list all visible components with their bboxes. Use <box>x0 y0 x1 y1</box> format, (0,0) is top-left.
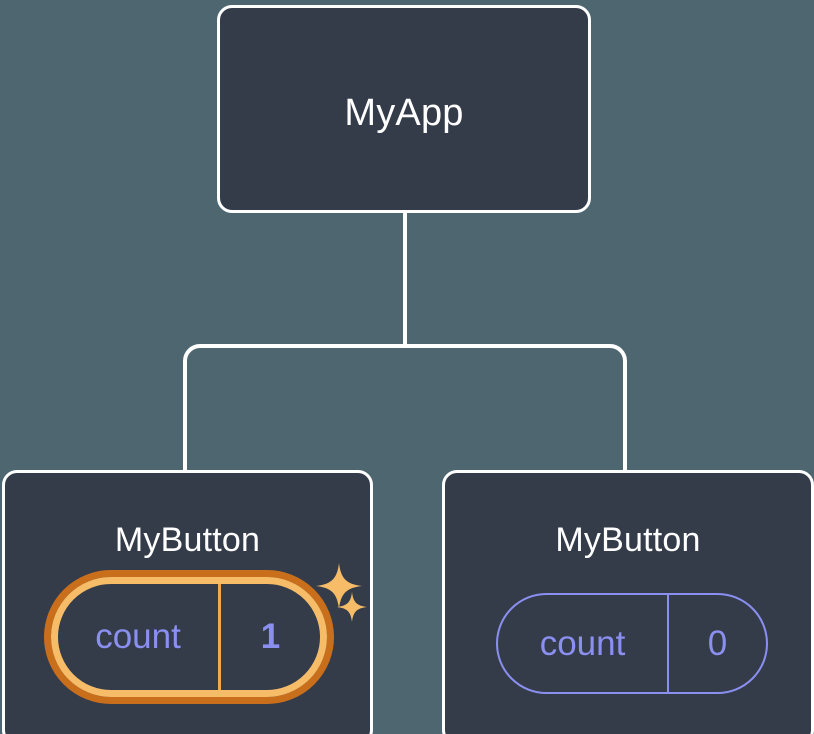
sparkle-large-icon <box>316 563 362 609</box>
state-pill-label: count <box>58 584 221 690</box>
state-pill-inner-ring: count 1 <box>51 577 327 697</box>
sparkle-small-icon <box>337 592 367 622</box>
node-myapp-title: MyApp <box>344 92 464 134</box>
state-pill-value: 0 <box>707 623 728 663</box>
node-mybutton-right-title: MyButton <box>555 521 701 559</box>
connector-branch-right <box>405 344 627 472</box>
state-pill-highlighted[interactable]: count 1 <box>44 570 334 704</box>
connector-branch-left <box>183 344 405 472</box>
node-myapp[interactable]: MyApp <box>217 5 591 213</box>
state-pill-value: 1 <box>260 617 281 656</box>
node-mybutton-right[interactable]: MyButton count 0 <box>442 470 814 734</box>
state-pill-label: count <box>498 595 669 692</box>
state-pill-plain[interactable]: count 0 <box>496 593 768 694</box>
node-mybutton-left-title: MyButton <box>114 521 261 559</box>
